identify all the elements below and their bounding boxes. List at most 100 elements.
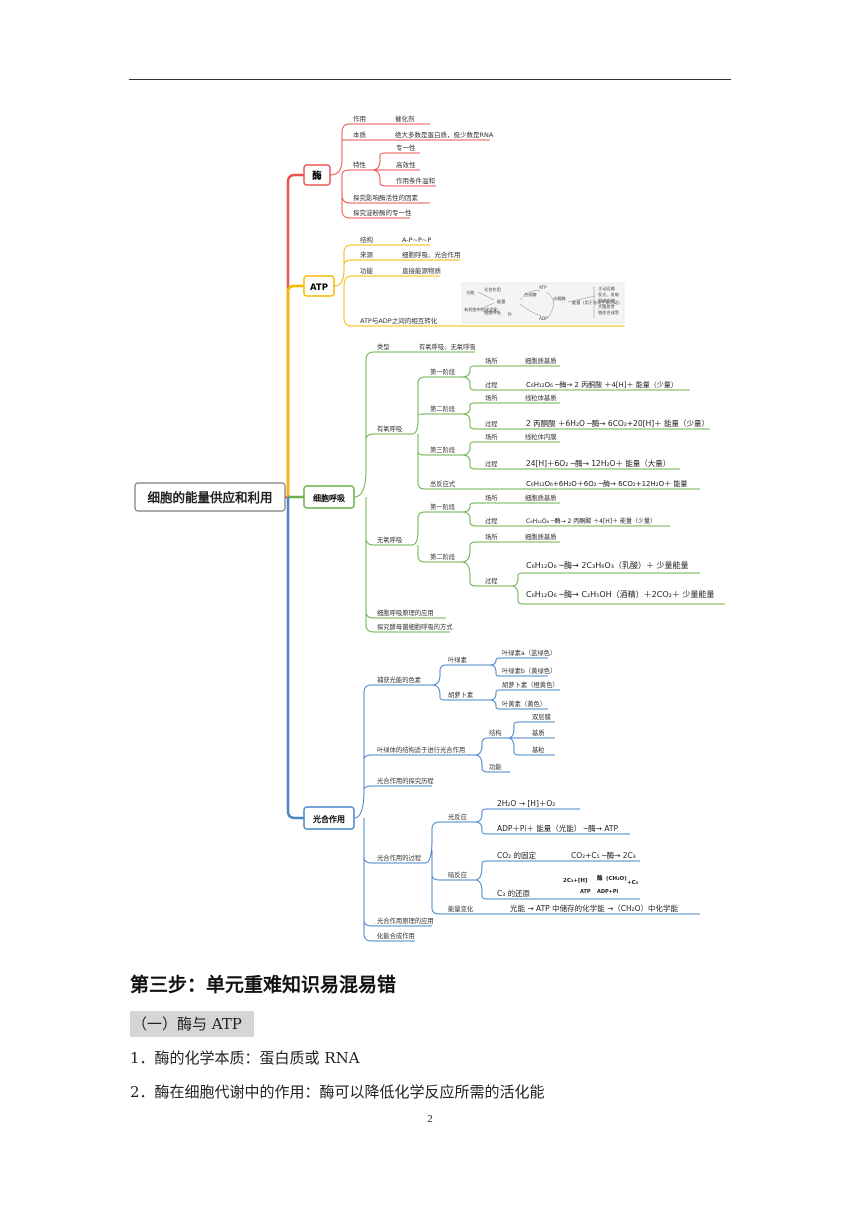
enzyme-zuoyong: 作用 — [353, 114, 366, 123]
atp-convert: ATP与ADP之间的相互转化 — [360, 316, 438, 325]
photo-c3-eq-a: 2C₃+[H] — [563, 878, 588, 884]
atp-gongneng-v: 直接能源物质 — [402, 266, 442, 275]
photo-chemo: 化能合成作用 — [377, 931, 415, 940]
resp-leixing: 类型 — [377, 342, 390, 351]
photo-co2: CO₂ 的固定 — [497, 850, 537, 860]
photo-struct: 叶绿体的结构适于进行光合作用 — [377, 745, 465, 754]
photo-title: 光合作用 — [312, 814, 345, 824]
resp-s1-eq: C₆H₁₂O₆ ─酶→ 2 丙酮酸 ＋4[H]＋ 能量（少量） — [526, 380, 678, 389]
svg-text:水解酶: 水解酶 — [553, 295, 566, 302]
svg-text:细胞质基质: 细胞质基质 — [525, 356, 556, 365]
resp-s2-eq: 2 丙酮酸 ＋6H₂O ─酶→ 6CO₂+20[H]＋ 能量（少量） — [526, 418, 709, 428]
photo-co2-eq: CO₂+C₅ ─酶→ 2C₃ — [571, 850, 636, 860]
atp-title: ATP — [310, 283, 328, 293]
svg-text:主动运输: 主动运输 — [598, 285, 616, 292]
atp-jiegou: 结构 — [360, 235, 374, 244]
svg-text:场所: 场所 — [485, 493, 498, 502]
svg-text:过程: 过程 — [485, 419, 498, 428]
svg-text:光能: 光能 — [466, 289, 475, 296]
enzyme-benzhi-v: 绝大多数是蛋白质，极少数是RNA — [395, 130, 494, 139]
resp-a1-eq: C₆H₁₂O₆ ─酶→ 2 丙酮酸 ＋4[H]＋ 能量（少量） — [526, 517, 656, 525]
atp-gongneng: 功能 — [360, 266, 374, 275]
svg-text:肌肉收缩: 肌肉收缩 — [598, 297, 615, 304]
list-item: 2．酶在细胞代谢中的作用：酶可以降低化学反应所需的活化能 — [130, 1083, 545, 1101]
enzyme-texing: 特性 — [353, 160, 367, 169]
resp-a2: 第二阶段 — [430, 552, 456, 561]
svg-text:能量（用于各项生命活动）: 能量（用于各项生命活动） — [572, 299, 622, 306]
svg-text:物质合成等: 物质合成等 — [598, 309, 619, 316]
svg-text:合成酶: 合成酶 — [524, 291, 537, 298]
svg-text:过程: 过程 — [485, 380, 498, 389]
resp-anaerobic: 无氧呼吸 — [377, 535, 403, 544]
photo-xan: 叶黄素（黄色） — [502, 699, 546, 708]
photo-m1: 双层膜 — [532, 712, 552, 721]
enzyme-t3: 作用条件温和 — [396, 176, 435, 185]
resp-a1: 第一阶段 — [430, 502, 456, 511]
photo-energy-v: 光能 → ATP 中储存的化学能 →（CH₂O）中化学能 — [510, 903, 679, 913]
atp-adp-diagram: 光能 光合作用 有机物中的化学能 细胞呼吸 能量 合成酶 ATP ADP Pi … — [461, 282, 625, 324]
photo-dark: 暗反应 — [448, 870, 468, 879]
resp-s2: 第二阶段 — [430, 404, 456, 413]
mind-map: 细胞的能量供应和利用 酶 作用 催化剂 本质 绝大多数是蛋白质，极少数是RNA … — [134, 114, 725, 942]
svg-text:大脑思考: 大脑思考 — [598, 303, 615, 310]
page-number: 2 — [427, 1113, 433, 1125]
svg-text:ATP: ATP — [580, 889, 591, 895]
enzyme-title: 酶 — [312, 170, 322, 182]
photo-light: 光反应 — [448, 812, 468, 821]
svg-text:细胞质基质: 细胞质基质 — [525, 532, 556, 541]
atp-laiyuan: 来源 — [360, 250, 374, 259]
svg-text:(CH₂O): (CH₂O) — [606, 876, 627, 882]
svg-text:细胞质基质: 细胞质基质 — [525, 493, 556, 502]
atp-laiyuan-v: 细胞呼吸、光合作用 — [402, 250, 461, 259]
list-item: 1．酶的化学本质：蛋白质或 RNA — [130, 1049, 360, 1067]
svg-text:ATP: ATP — [539, 285, 547, 290]
svg-text:过程: 过程 — [485, 516, 498, 525]
photo-l-eq1: 2H₂O → [H]＋O₂ — [497, 799, 555, 808]
photo-energy: 能量变化 — [448, 904, 474, 913]
svg-text:能量: 能量 — [497, 298, 505, 305]
atp-jiegou-v: A-P~P~P — [402, 236, 431, 244]
photo-car: 胡萝卜素 — [448, 690, 473, 699]
resp-leixing-v: 有氧呼吸、无氧呼吸 — [419, 342, 476, 351]
resp-s3-eq: 24[H]＋6O₂ ─酶→ 12H₂O＋ 能量（大量） — [526, 458, 670, 468]
svg-text:光合作用: 光合作用 — [484, 286, 501, 293]
svg-text:+C₅: +C₅ — [627, 880, 639, 886]
photo-m2: 基质 — [532, 728, 545, 737]
svg-text:场所: 场所 — [485, 432, 498, 441]
photo-jg: 结构 — [489, 728, 502, 737]
photo-l-eq2: ADP＋Pi＋ 能量（光能） ─酶→ ATP — [497, 823, 618, 833]
photo-process: 光合作用的过程 — [377, 853, 422, 862]
photo-history: 光合作用的探究历程 — [377, 776, 434, 785]
svg-text:场所: 场所 — [485, 532, 498, 541]
svg-text:场所: 场所 — [485, 356, 498, 365]
enzyme-explore2: 探究淀粉酶的专一性 — [353, 208, 412, 217]
svg-text:过程: 过程 — [485, 459, 498, 468]
photo-gn: 功能 — [489, 762, 502, 771]
resp-aerobic: 有氧呼吸 — [377, 424, 403, 433]
svg-text:ADP+Pi: ADP+Pi — [597, 889, 619, 895]
photo-chl: 叶绿素 — [448, 655, 467, 664]
photo-m3: 基粒 — [532, 745, 545, 754]
photo-chlb: 叶绿素b（黄绿色） — [502, 666, 556, 675]
photo-app: 光合作用原理的应用 — [377, 916, 434, 925]
resp-s1: 第一阶段 — [430, 367, 456, 376]
svg-text:有机物中的化学能: 有机物中的化学能 — [464, 306, 498, 313]
photo-pigment: 捕获光能的色素 — [377, 675, 421, 684]
photo-c3: C₃ 的还原 — [497, 888, 531, 898]
resp-a2-eq1: C₆H₁₂O₆ ─酶→ 2C₃H₆O₃（乳酸）＋ 少量能量 — [526, 560, 688, 570]
enzyme-zuoyong-v: 催化剂 — [395, 114, 415, 123]
enzyme-benzhi: 本质 — [353, 130, 367, 139]
svg-text:Pi: Pi — [508, 312, 512, 317]
svg-text:场所: 场所 — [485, 393, 498, 402]
photo-cara: 胡萝卜素（橙黄色） — [502, 680, 559, 689]
enzyme-explore1: 探究影响酶活性的因素 — [353, 193, 419, 202]
resp-yeast: 探究酵母菌细胞呼吸的方式 — [377, 622, 453, 631]
svg-text:线粒体内膜: 线粒体内膜 — [525, 432, 557, 441]
svg-text:酶: 酶 — [597, 874, 603, 882]
resp-app: 细胞呼吸原理的应用 — [377, 608, 434, 617]
header-rule — [129, 79, 731, 80]
svg-text:ADP: ADP — [539, 316, 548, 321]
enzyme-t2: 高效性 — [396, 160, 416, 169]
svg-text:发光、发电: 发光、发电 — [598, 291, 620, 298]
step-heading: 第三步：单元重难知识易混易错 — [130, 974, 397, 996]
